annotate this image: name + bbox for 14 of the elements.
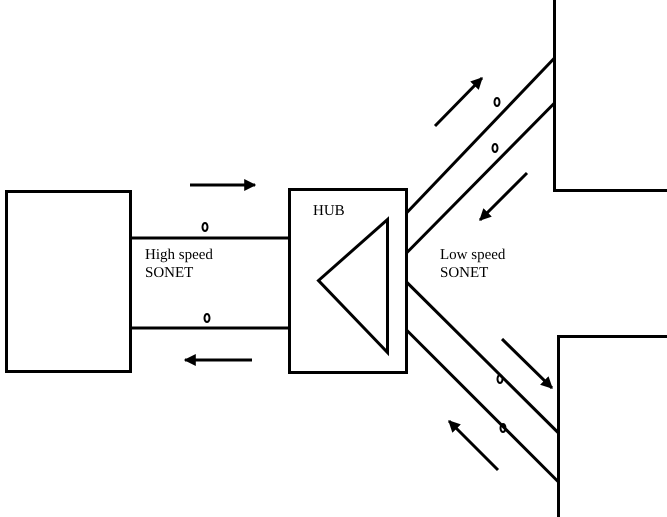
terminal-box: [5, 190, 132, 373]
fiber-line: [130, 236, 290, 240]
hub-label: HUB: [313, 203, 345, 220]
link-label: Low speed SONET: [440, 246, 506, 282]
link-label: High speed SONET: [145, 246, 214, 282]
hub-box: [288, 188, 408, 374]
fiber-line: [405, 328, 560, 484]
triangle-symbol: [317, 218, 389, 354]
fiber-line: [405, 56, 556, 214]
fiber-line: [405, 102, 556, 254]
fiber-line: [130, 326, 290, 330]
fiber-line: [405, 280, 560, 434]
terminal-box: [557, 335, 667, 517]
terminal-box: [553, 0, 667, 192]
